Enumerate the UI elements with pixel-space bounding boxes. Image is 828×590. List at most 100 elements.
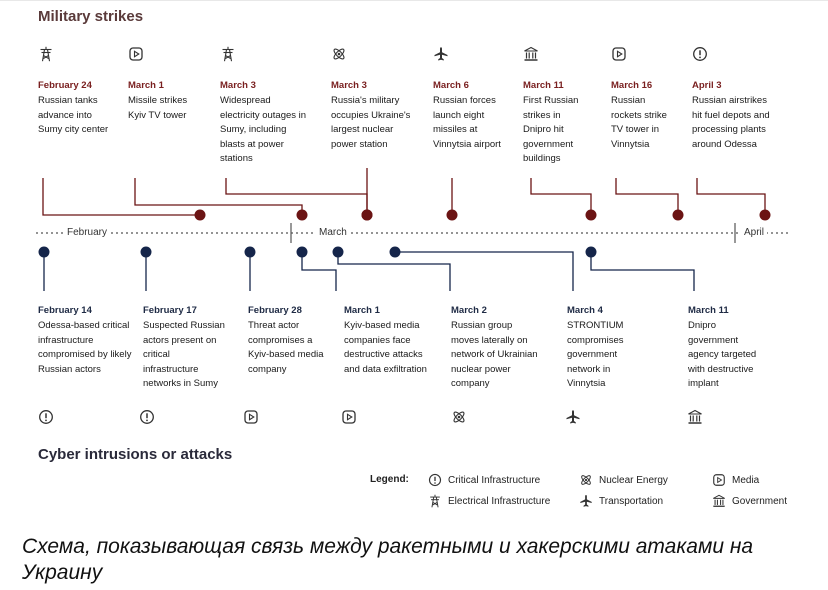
military-event-date: March 6 [433, 80, 469, 91]
military-connector [615, 178, 679, 215]
cyber-event-description: Dnipro government agency targeted with d… [688, 320, 757, 389]
military-strikes-title: Military strikes [38, 8, 144, 25]
military-event-description: Russia's military occupies Ukraine's lar… [331, 95, 411, 150]
legend-label: Government [732, 496, 788, 507]
military-event-marker [296, 209, 308, 221]
electrical-infrastructure-icon [220, 46, 236, 62]
legend-government-icon [712, 494, 726, 508]
military-event-marker [672, 209, 684, 221]
military-event-icon [433, 46, 449, 62]
cyber-event-date: February 17 [143, 305, 197, 316]
military-event-icon [331, 46, 347, 62]
top-divider [0, 0, 828, 1]
military-connector [225, 178, 368, 215]
media-icon [712, 473, 726, 487]
month-label-march: March [316, 227, 350, 238]
military-event-icon [523, 46, 539, 62]
military-event-icon [611, 46, 627, 62]
legend-media-icon [712, 473, 726, 487]
cyber-event-description: Kyiv-based media companies face destruct… [344, 320, 427, 375]
critical-infrastructure-icon [139, 409, 155, 425]
transportation-icon [579, 494, 593, 508]
military-connector [696, 178, 766, 215]
cyber-event-description: Suspected Russian actors present on crit… [143, 320, 225, 389]
cyber-connector [590, 252, 695, 291]
military-event-marker [446, 209, 458, 221]
transportation-icon [565, 409, 581, 425]
electrical-infrastructure-icon [38, 46, 54, 62]
cyber-connector [395, 251, 574, 291]
legend-label: Media [732, 475, 760, 486]
military-event-icon [128, 46, 144, 62]
legend-label: Transportation [599, 496, 664, 507]
legend-electrical-infrastructure-icon [428, 494, 442, 508]
media-icon [611, 46, 627, 62]
transportation-icon [433, 46, 449, 62]
legend-label: Critical Infrastructure [448, 475, 541, 486]
cyber-event-date: March 2 [451, 305, 487, 316]
legend-critical-infrastructure-icon [428, 473, 442, 487]
cyber-event-marker [140, 246, 152, 258]
cyber-event-icon [565, 409, 581, 425]
cyber-event-date: February 14 [38, 305, 92, 316]
cyber-event-date: March 11 [688, 305, 729, 316]
military-event-marker [585, 209, 597, 221]
cyber-event-description: Russian group moves laterally on network… [451, 320, 538, 389]
media-icon [243, 409, 259, 425]
cyber-event-icon [38, 409, 54, 425]
military-event-description: Russian forces launch eight missiles at … [433, 95, 501, 150]
cyber-event-marker [332, 246, 344, 258]
military-event-date: March 16 [611, 80, 653, 91]
military-event-date: March 3 [220, 80, 256, 91]
military-event-description: Russian airstrikes hit fuel depots and p… [692, 95, 770, 150]
cyber-event-date: March 1 [344, 305, 380, 316]
month-label-february: February [64, 227, 111, 238]
military-event-date: March 3 [331, 80, 367, 91]
military-event-date: March 1 [128, 80, 164, 91]
cyber-event-icon [341, 409, 357, 425]
nuclear-energy-icon [331, 46, 347, 62]
cyber-event-marker [389, 246, 401, 258]
image-caption: Схема, показывающая связь между ракетным… [22, 535, 754, 584]
military-event-description: First Russian strikes in Dnipro hit gove… [523, 95, 579, 164]
media-icon [128, 46, 144, 62]
military-event-date: March 11 [523, 80, 564, 91]
nuclear-energy-icon [451, 409, 467, 425]
military-connector [42, 178, 200, 216]
cyber-event-marker [244, 246, 256, 258]
military-connector [530, 178, 592, 215]
cyber-event-description: Odessa-based critical infrastructure com… [38, 320, 132, 375]
military-event-description: Missile strikes Kyiv TV tower [128, 95, 188, 121]
cyber-event-icon [451, 409, 467, 425]
legend-label: Nuclear Energy [599, 475, 668, 486]
cyber-connector [337, 252, 451, 291]
critical-infrastructure-icon [692, 46, 708, 62]
cyber-connector [301, 252, 337, 291]
military-event-date: April 3 [692, 80, 722, 91]
cyber-event-icon [139, 409, 155, 425]
cyber-event-marker [38, 246, 50, 258]
cyber-event-description: Threat actor compromises a Kyiv-based me… [248, 320, 324, 375]
cyber-event-date: February 28 [248, 305, 302, 316]
legend-title: Legend: [370, 474, 409, 485]
military-event-icon [692, 46, 708, 62]
military-event-icon [220, 46, 236, 62]
military-event-description: Russian rockets strike TV tower in Vinny… [611, 95, 667, 150]
military-event-marker [759, 209, 771, 221]
cyber-attacks-title: Cyber intrusions or attacks [38, 446, 233, 463]
electrical-infrastructure-icon [428, 494, 442, 508]
government-icon [523, 46, 539, 62]
cyber-event-marker [296, 246, 308, 258]
month-label-april: April [741, 227, 768, 238]
nuclear-energy-icon [579, 473, 593, 487]
military-event-description: Russian tanks advance into Sumy city cen… [38, 95, 109, 135]
military-event-date: February 24 [38, 80, 92, 91]
legend-label: Electrical Infrastructure [448, 496, 551, 507]
military-connector [134, 178, 303, 215]
media-icon [341, 409, 357, 425]
legend-transportation-icon [579, 494, 593, 508]
legend-nuclear-energy-icon [579, 473, 593, 487]
military-event-description: Widespread electricity outages in Sumy, … [220, 95, 307, 164]
critical-infrastructure-icon [428, 473, 442, 487]
